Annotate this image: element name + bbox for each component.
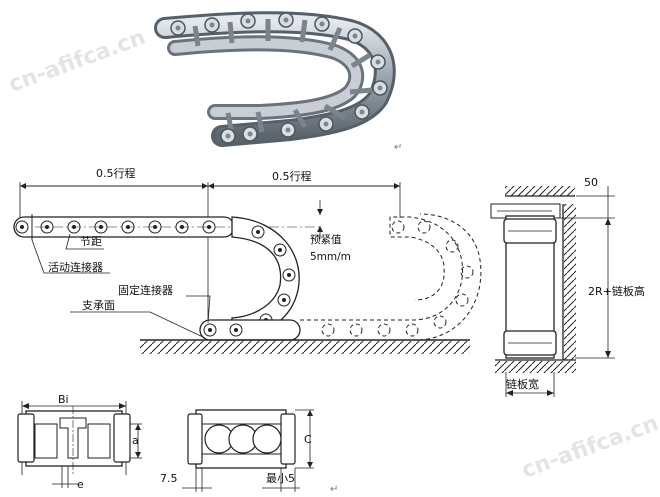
return-mark: ↵: [394, 142, 402, 153]
half-travel-right-label: 0.5行程: [272, 170, 312, 183]
ground-hatching: [140, 341, 470, 354]
steel-drag-chain-photo: [154, 11, 396, 147]
dim-height-label: 2R+链板高: [588, 284, 645, 298]
movable-connector-label: 活动连接器: [48, 261, 103, 274]
pitch-7-5-label: 7.5: [160, 472, 178, 485]
c-label: C: [304, 433, 312, 446]
pitch-label: 节距: [80, 235, 102, 248]
link-plate-section-b: C 7.5 最小5: [160, 409, 314, 492]
watermark-bottom: cn-afifca.cn: [519, 411, 660, 484]
half-travel-left-label: 0.5行程: [96, 167, 136, 180]
chain-cross-section-view: 50 2R+链板高 链板宽: [490, 176, 645, 397]
pretension-value: 5mm/m: [310, 251, 351, 263]
watermark-top: cn-afifca.cn: [6, 25, 149, 98]
bi-label: Bi: [58, 393, 69, 406]
a-label: a: [132, 434, 139, 447]
pretension-label: 预紧值: [310, 233, 342, 246]
dim-top-label: 50: [584, 176, 598, 189]
fixed-connector-label: 固定连接器: [118, 283, 173, 297]
main-chain-diagram: 0.5行程 0.5行程: [13, 167, 482, 354]
link-plate-section-a: Bi a e: [17, 393, 142, 491]
dim-width-label: 链板宽: [506, 377, 539, 391]
e-label: e: [77, 478, 84, 491]
min-5-label: 最小5: [266, 472, 295, 485]
return-mark-bottom: ↵: [330, 484, 338, 495]
support-surface-label: 支承面: [82, 299, 115, 312]
